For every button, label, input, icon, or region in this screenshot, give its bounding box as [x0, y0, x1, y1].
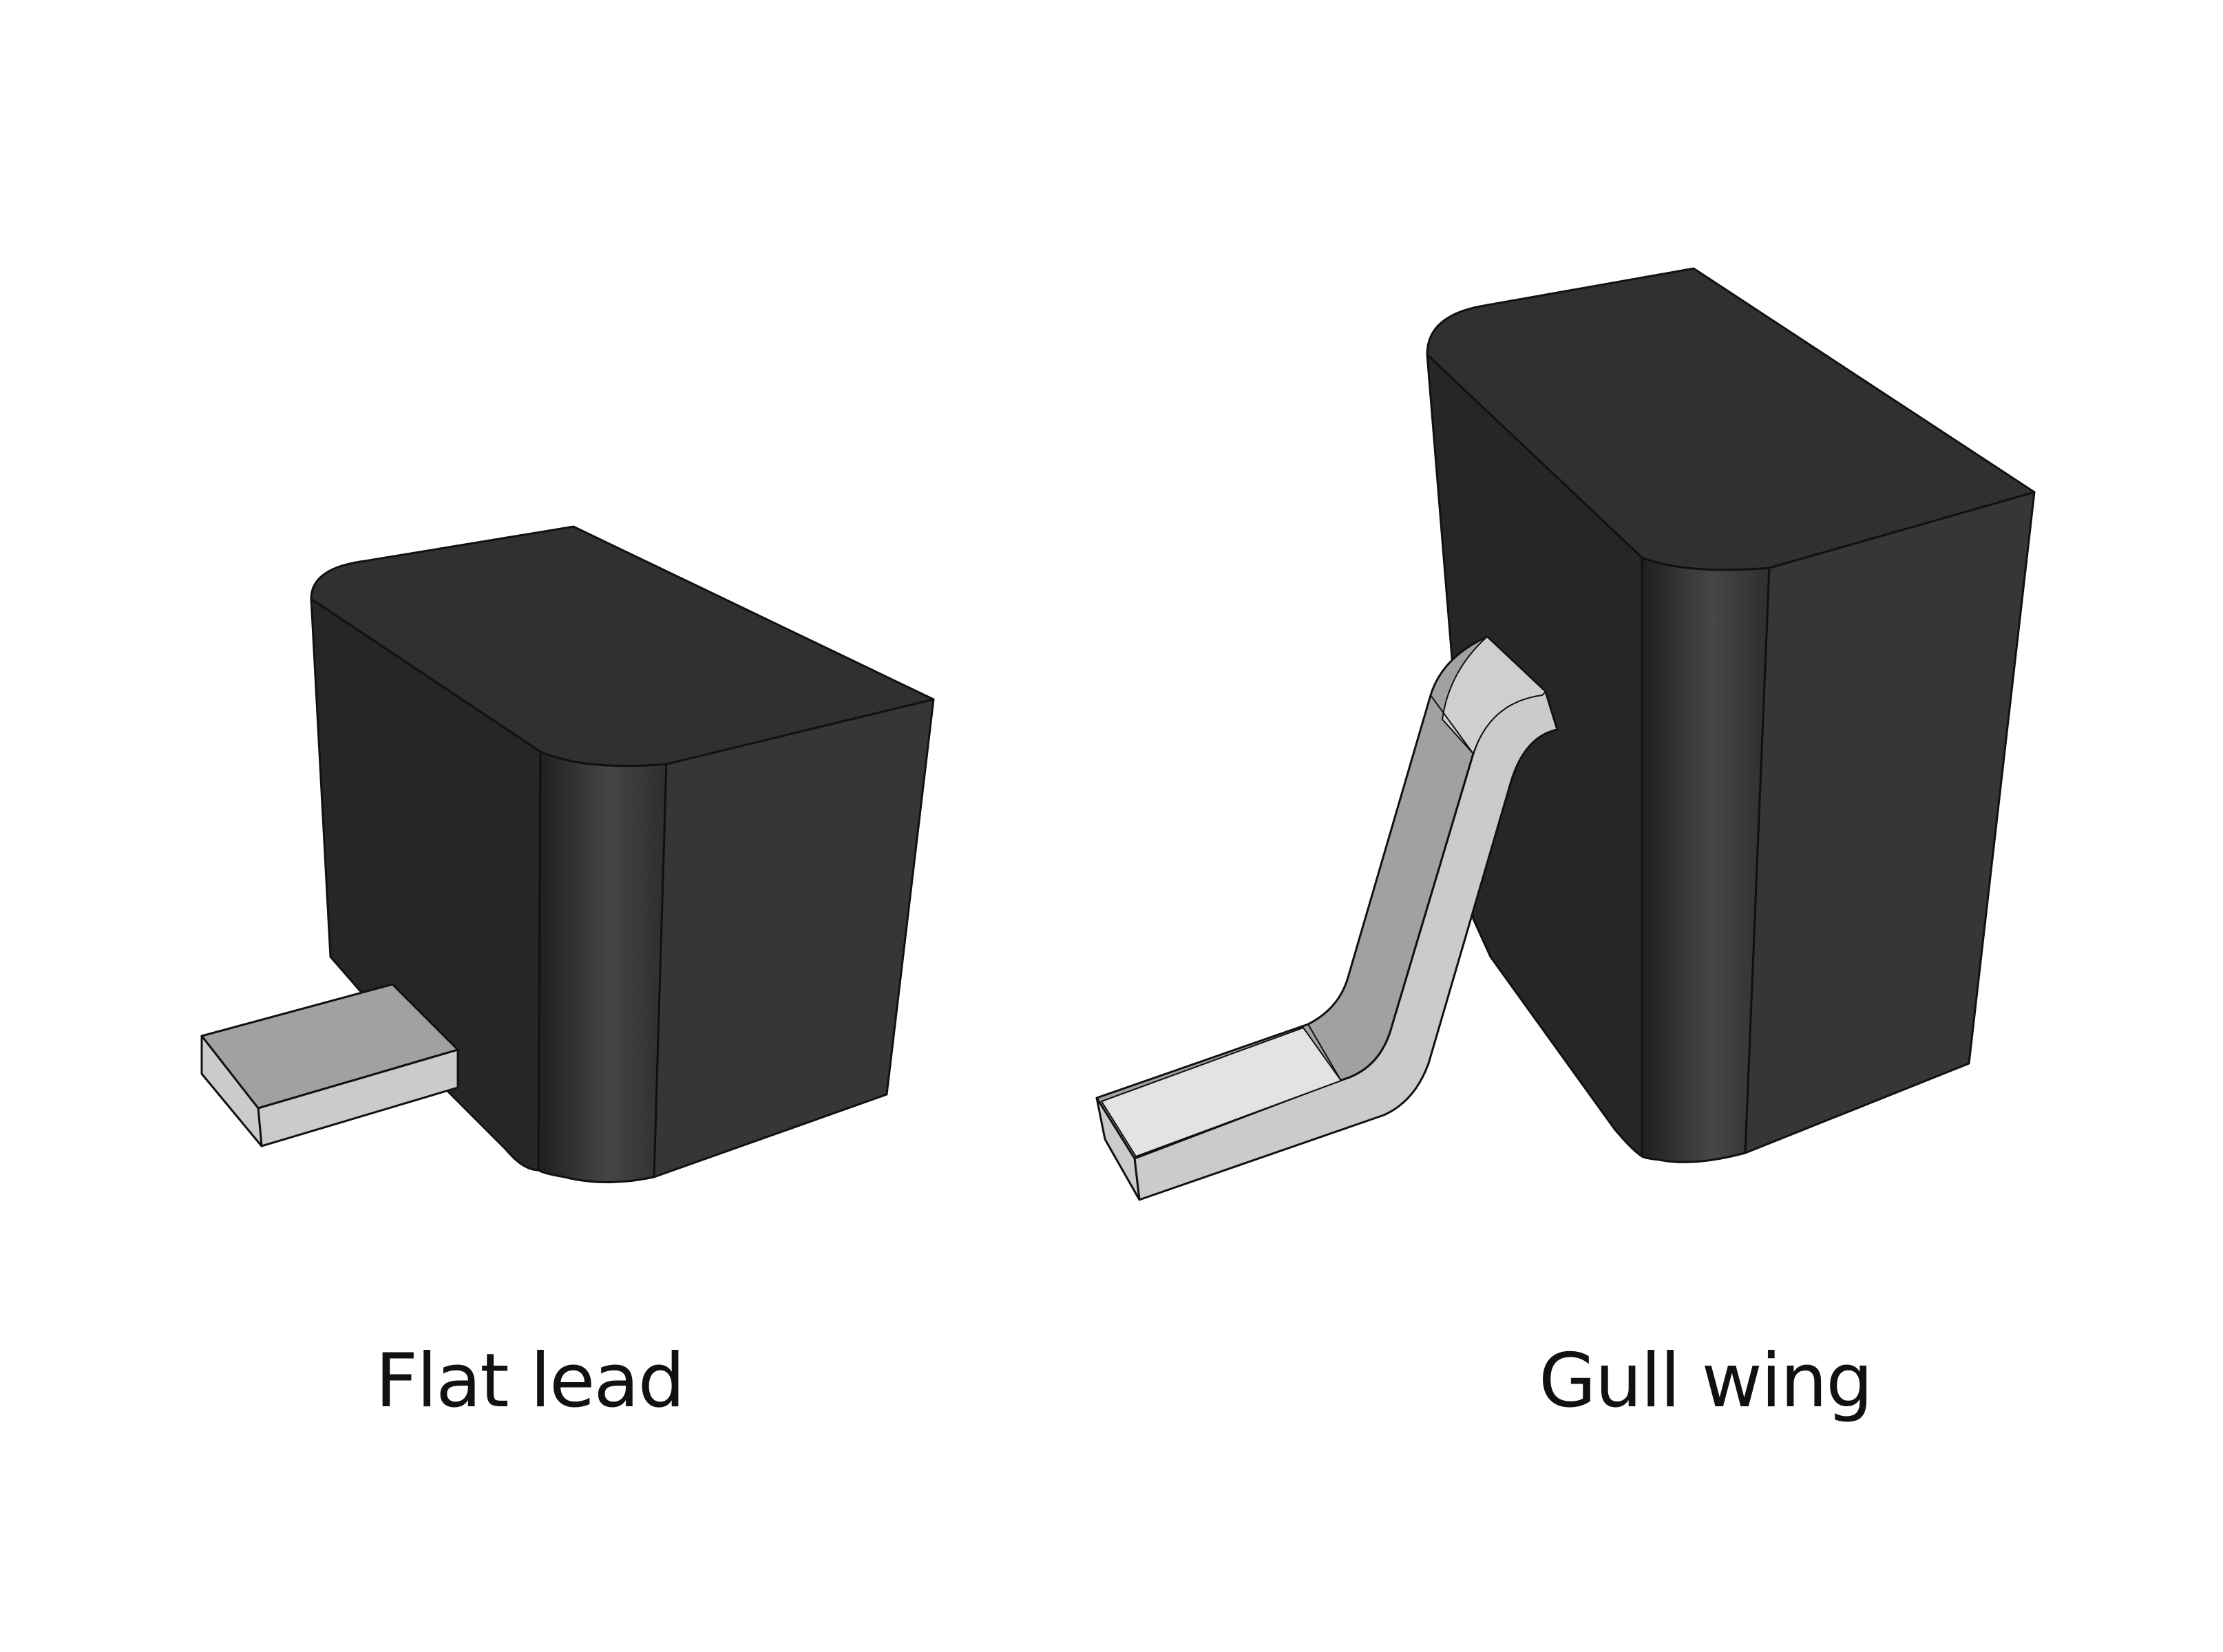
gull-lead-end-face: [1095, 1097, 1141, 1201]
gull-body-right-face: [1744, 491, 2036, 1154]
gull-wing-label: Gull wing: [1539, 1338, 1873, 1424]
flat-lead-package-body: [310, 525, 935, 1183]
flat-body-corner-face: [537, 750, 668, 1183]
flat-lead-label: Flat lead: [375, 1338, 685, 1424]
flat-lead: [200, 983, 459, 1147]
gull-wing-package-body: [1426, 267, 2036, 1163]
gull-wing-lead: [1095, 635, 1559, 1201]
flat-lead-end-face: [200, 1035, 263, 1147]
gull-wing-component: [1095, 267, 2036, 1201]
flat-body-right-face: [653, 698, 935, 1178]
flat-lead-component: [200, 525, 935, 1183]
